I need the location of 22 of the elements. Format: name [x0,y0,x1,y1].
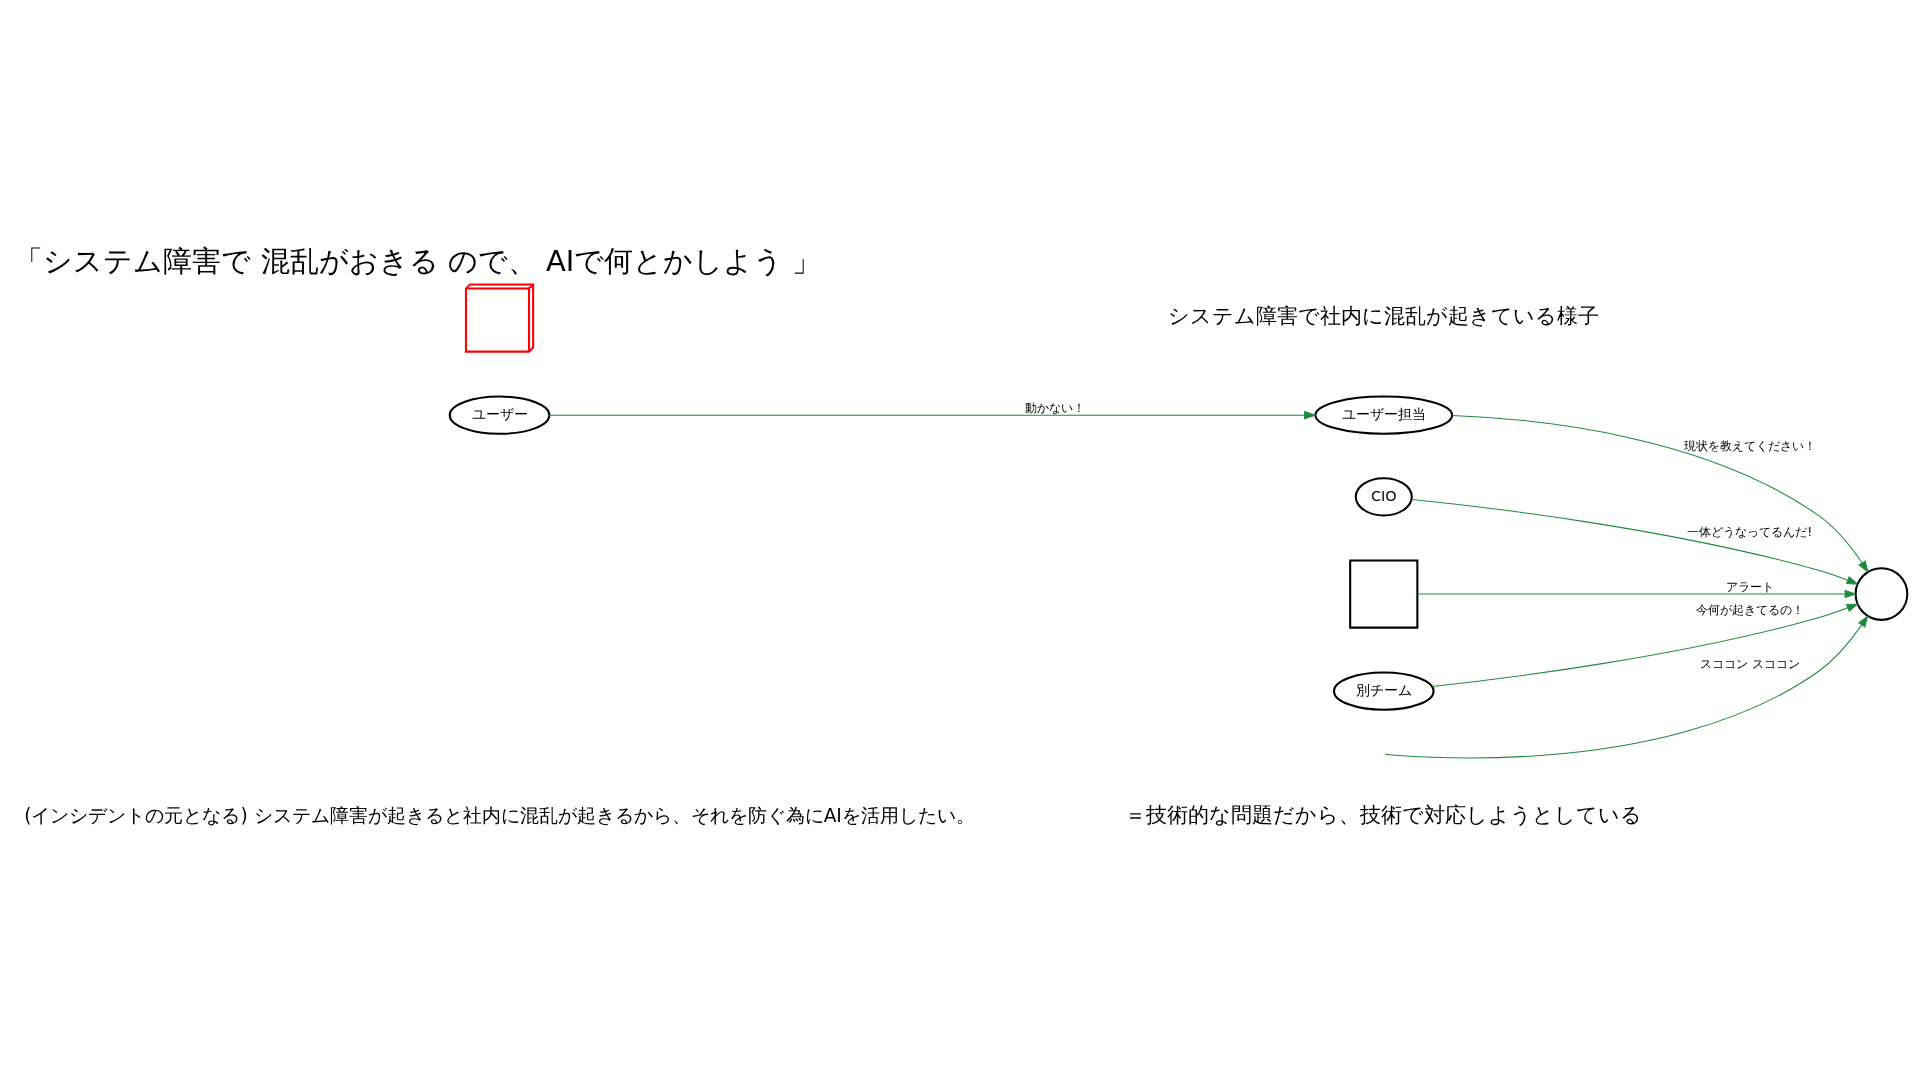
caption: システム障害で社内に混乱が起きている様子 [1168,304,1600,329]
arrow [1431,603,1859,687]
edge-label: 今何が起きてるの！ [1695,602,1804,618]
node-ellipse: ユーザー [448,395,551,435]
edge-label: スココン スココン [1699,656,1800,672]
edge-label: 現状を教えてください！ [1683,437,1816,453]
arrow [1384,614,1869,759]
edge-label: 一体どうなってるんだ! [1687,523,1813,539]
arrow [1417,589,1858,599]
node-ellipse: ユーザー担当 [1314,395,1454,435]
diagram-title: 「システム障害で 混乱がおきる ので、 AIで何とかしよう 」 [14,244,822,279]
arrow [548,410,1317,420]
node-ellipse: 別チーム [1332,671,1435,711]
arrow [1411,498,1859,585]
node-envelope [1349,559,1419,629]
node-person [1854,567,1909,621]
edge-label: 動かない！ [1025,399,1086,415]
edge-label: アラート [1725,578,1774,594]
node-ellipse: CIO [1354,477,1413,517]
arrow [1451,414,1869,574]
label: (インシデントの元となる) システム障害が起きると社内に混乱が起きるから、それを防ぐ為にAIを活用したい。 [24,804,975,826]
label: ＝技術的な問題だから、技術で対応しようとしている [1125,803,1643,828]
